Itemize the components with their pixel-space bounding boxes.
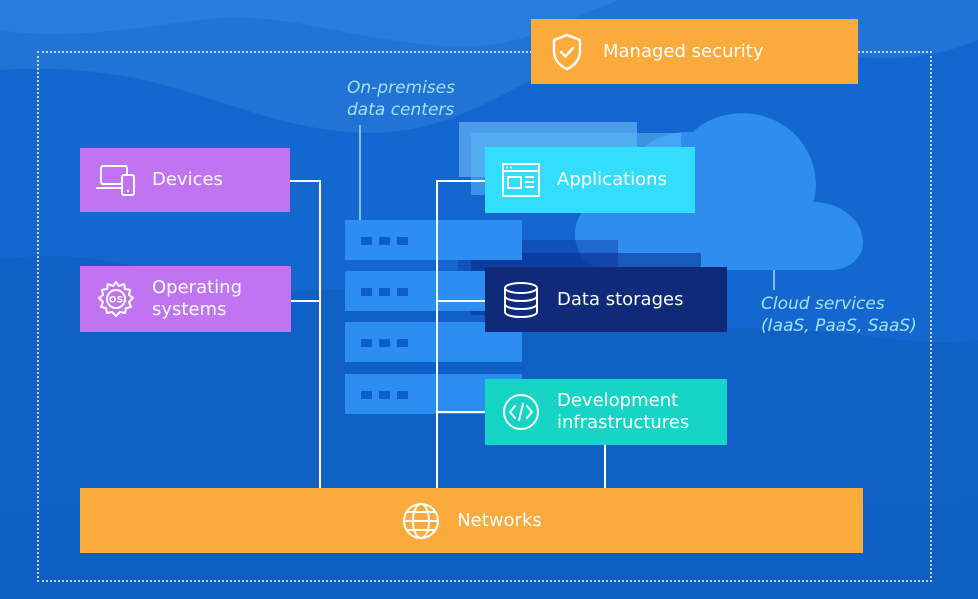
- data-storages-label: Data storages: [557, 288, 684, 310]
- connector-center-trunk: [436, 180, 438, 488]
- on-premises-caption: On-premises data centers: [347, 78, 455, 120]
- database-icon: [501, 281, 541, 319]
- managed-security-label: Managed security: [603, 40, 764, 62]
- shield-check-icon: [549, 33, 585, 71]
- operating-systems-label: Operating systems: [152, 277, 242, 320]
- networks-box: Networks: [80, 488, 863, 553]
- networks-label: Networks: [457, 509, 542, 531]
- connector-os-h: [291, 300, 320, 302]
- server-unit-1: [345, 220, 522, 260]
- connector-apps-h: [436, 180, 485, 182]
- cloud-services-caption: Cloud services (IaaS, PaaS, SaaS): [761, 294, 917, 336]
- connector-dev-down: [604, 445, 606, 488]
- data-storages-box: Data storages: [485, 267, 727, 332]
- development-infrastructures-box: Development infrastructures: [485, 379, 727, 445]
- os-gear-icon: OS: [96, 279, 136, 319]
- browser-window-icon: [501, 162, 541, 198]
- applications-box: Applications: [485, 147, 695, 213]
- dotted-boundary: [37, 51, 932, 582]
- connector-cloud-caption: [773, 270, 775, 290]
- code-icon: [501, 392, 541, 432]
- connector-devices-h: [290, 180, 320, 182]
- laptop-phone-icon: [96, 163, 136, 197]
- devices-box: Devices: [80, 148, 290, 212]
- connector-onprem-caption: [359, 125, 361, 220]
- devices-label: Devices: [152, 169, 223, 190]
- operating-systems-box: OS Operating systems: [80, 266, 291, 332]
- connector-left-trunk: [319, 180, 321, 488]
- applications-label: Applications: [557, 169, 667, 190]
- development-infrastructures-label: Development infrastructures: [557, 390, 690, 433]
- connector-dev-h: [436, 411, 485, 413]
- connector-storage-h: [436, 300, 485, 302]
- managed-security-box: Managed security: [531, 19, 858, 84]
- globe-icon: [401, 501, 441, 541]
- svg-text:OS: OS: [109, 296, 123, 306]
